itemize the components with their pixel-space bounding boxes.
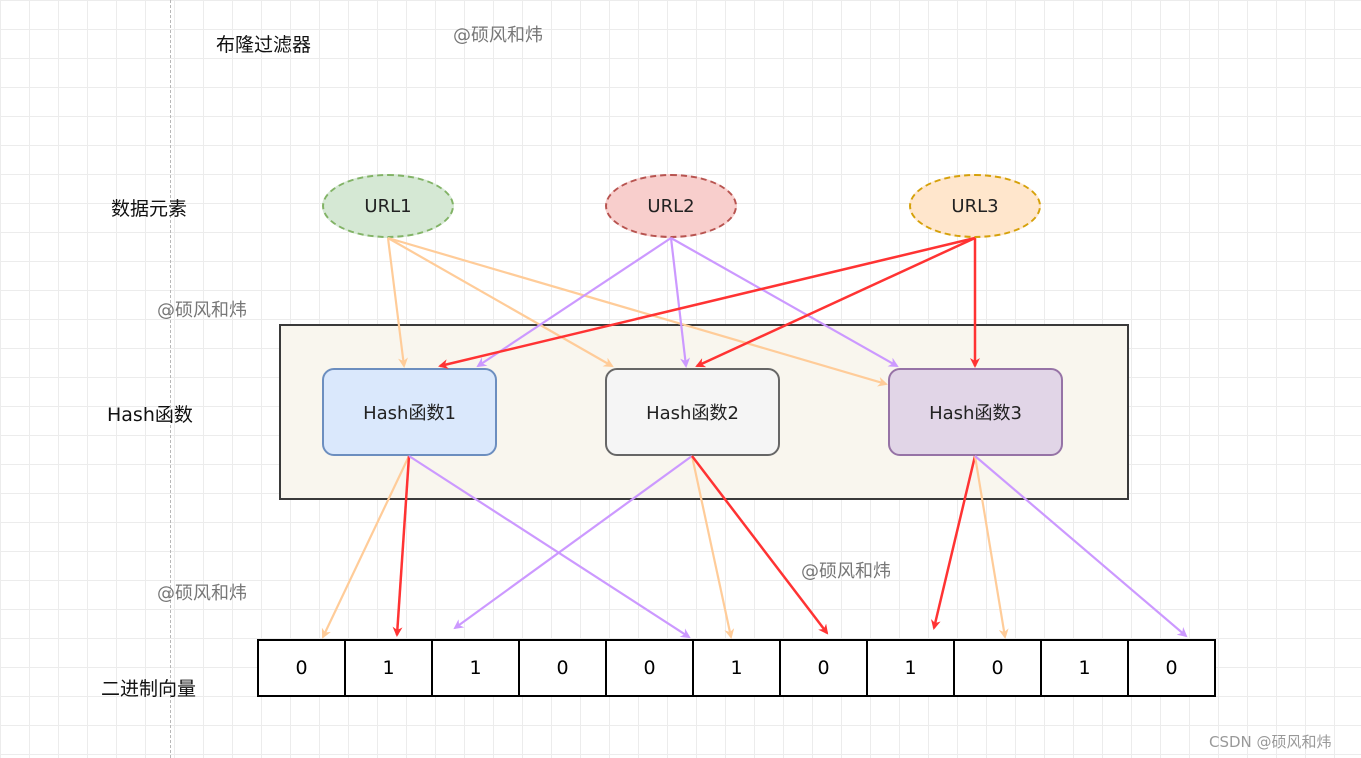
watermark-2: @硕风和炜 (157, 300, 247, 321)
bit-cell: 1 (1042, 641, 1129, 695)
diagram-title: 布隆过滤器 (216, 34, 312, 56)
url1-node: URL1 (322, 174, 454, 238)
row-label-binary-vector: 二进制向量 (101, 678, 197, 700)
bit-cell: 1 (433, 641, 520, 695)
row-label-data-elements: 数据元素 (111, 198, 188, 220)
vertical-guide-line (170, 0, 171, 758)
url1-label: URL1 (364, 195, 412, 217)
bit-cell: 0 (259, 641, 346, 695)
arrow-url1-to-hash3 (387, 236, 888, 387)
hash-function-3-label: Hash函数3 (929, 403, 1022, 424)
arrow-url2-to-hash3 (670, 237, 899, 367)
arrow-hash2-orange-to-bit5 (690, 455, 735, 639)
arrow-hash1-purple-to-bit5 (408, 455, 691, 639)
hash-function-3-box: Hash函数3 (888, 368, 1063, 456)
hash-function-2-label: Hash函数2 (646, 403, 739, 424)
bit-cell: 0 (520, 641, 607, 695)
hash-function-2-box: Hash函数2 (605, 368, 780, 456)
arrow-hash1-red-to-bit1 (392, 455, 411, 637)
arrow-hash3-purple-to-bit10 (974, 455, 1188, 638)
bit-cell: 1 (346, 641, 433, 695)
bit-cell: 0 (955, 641, 1042, 695)
watermark-4: @硕风和炜 (801, 561, 891, 582)
arrow-hash3-orange-to-bit8 (973, 455, 1009, 639)
arrow-hash2-purple-to-bit2 (453, 455, 693, 630)
arrow-hash1-orange-to-bit0 (321, 455, 410, 639)
footer-credit: CSDN @硕风和炜 (1209, 733, 1332, 751)
arrow-url3-to-hash1 (438, 236, 976, 370)
row-label-hash-functions: Hash函数 (107, 404, 193, 426)
binary-vector: 0 1 1 0 0 1 0 1 0 1 0 (257, 639, 1216, 697)
bit-cell: 0 (607, 641, 694, 695)
watermark-1: @硕风和炜 (453, 25, 543, 46)
url3-node: URL3 (909, 174, 1041, 238)
hash-function-1-label: Hash函数1 (363, 403, 456, 424)
arrow-url1-to-hash1 (386, 237, 408, 368)
bit-cell: 0 (1165, 657, 1178, 679)
url3-label: URL3 (951, 195, 999, 217)
arrow-url1-to-hash2 (387, 237, 614, 367)
arrow-url2-to-hash2 (669, 237, 691, 368)
arrow-url2-to-hash1 (476, 237, 672, 368)
hash-function-1-box: Hash函数1 (322, 368, 497, 456)
bit-cell: 0 (781, 641, 868, 695)
arrow-hash2-red-to-bit6 (691, 455, 829, 635)
bit-cell: 1 (694, 641, 781, 695)
watermark-3: @硕风和炜 (157, 583, 247, 604)
url2-node: URL2 (605, 174, 737, 238)
arrow-hash3-red-to-bit7 (930, 455, 977, 630)
bit-cell: 1 (868, 641, 955, 695)
url2-label: URL2 (647, 195, 695, 217)
arrow-url3-to-hash2 (695, 236, 976, 368)
